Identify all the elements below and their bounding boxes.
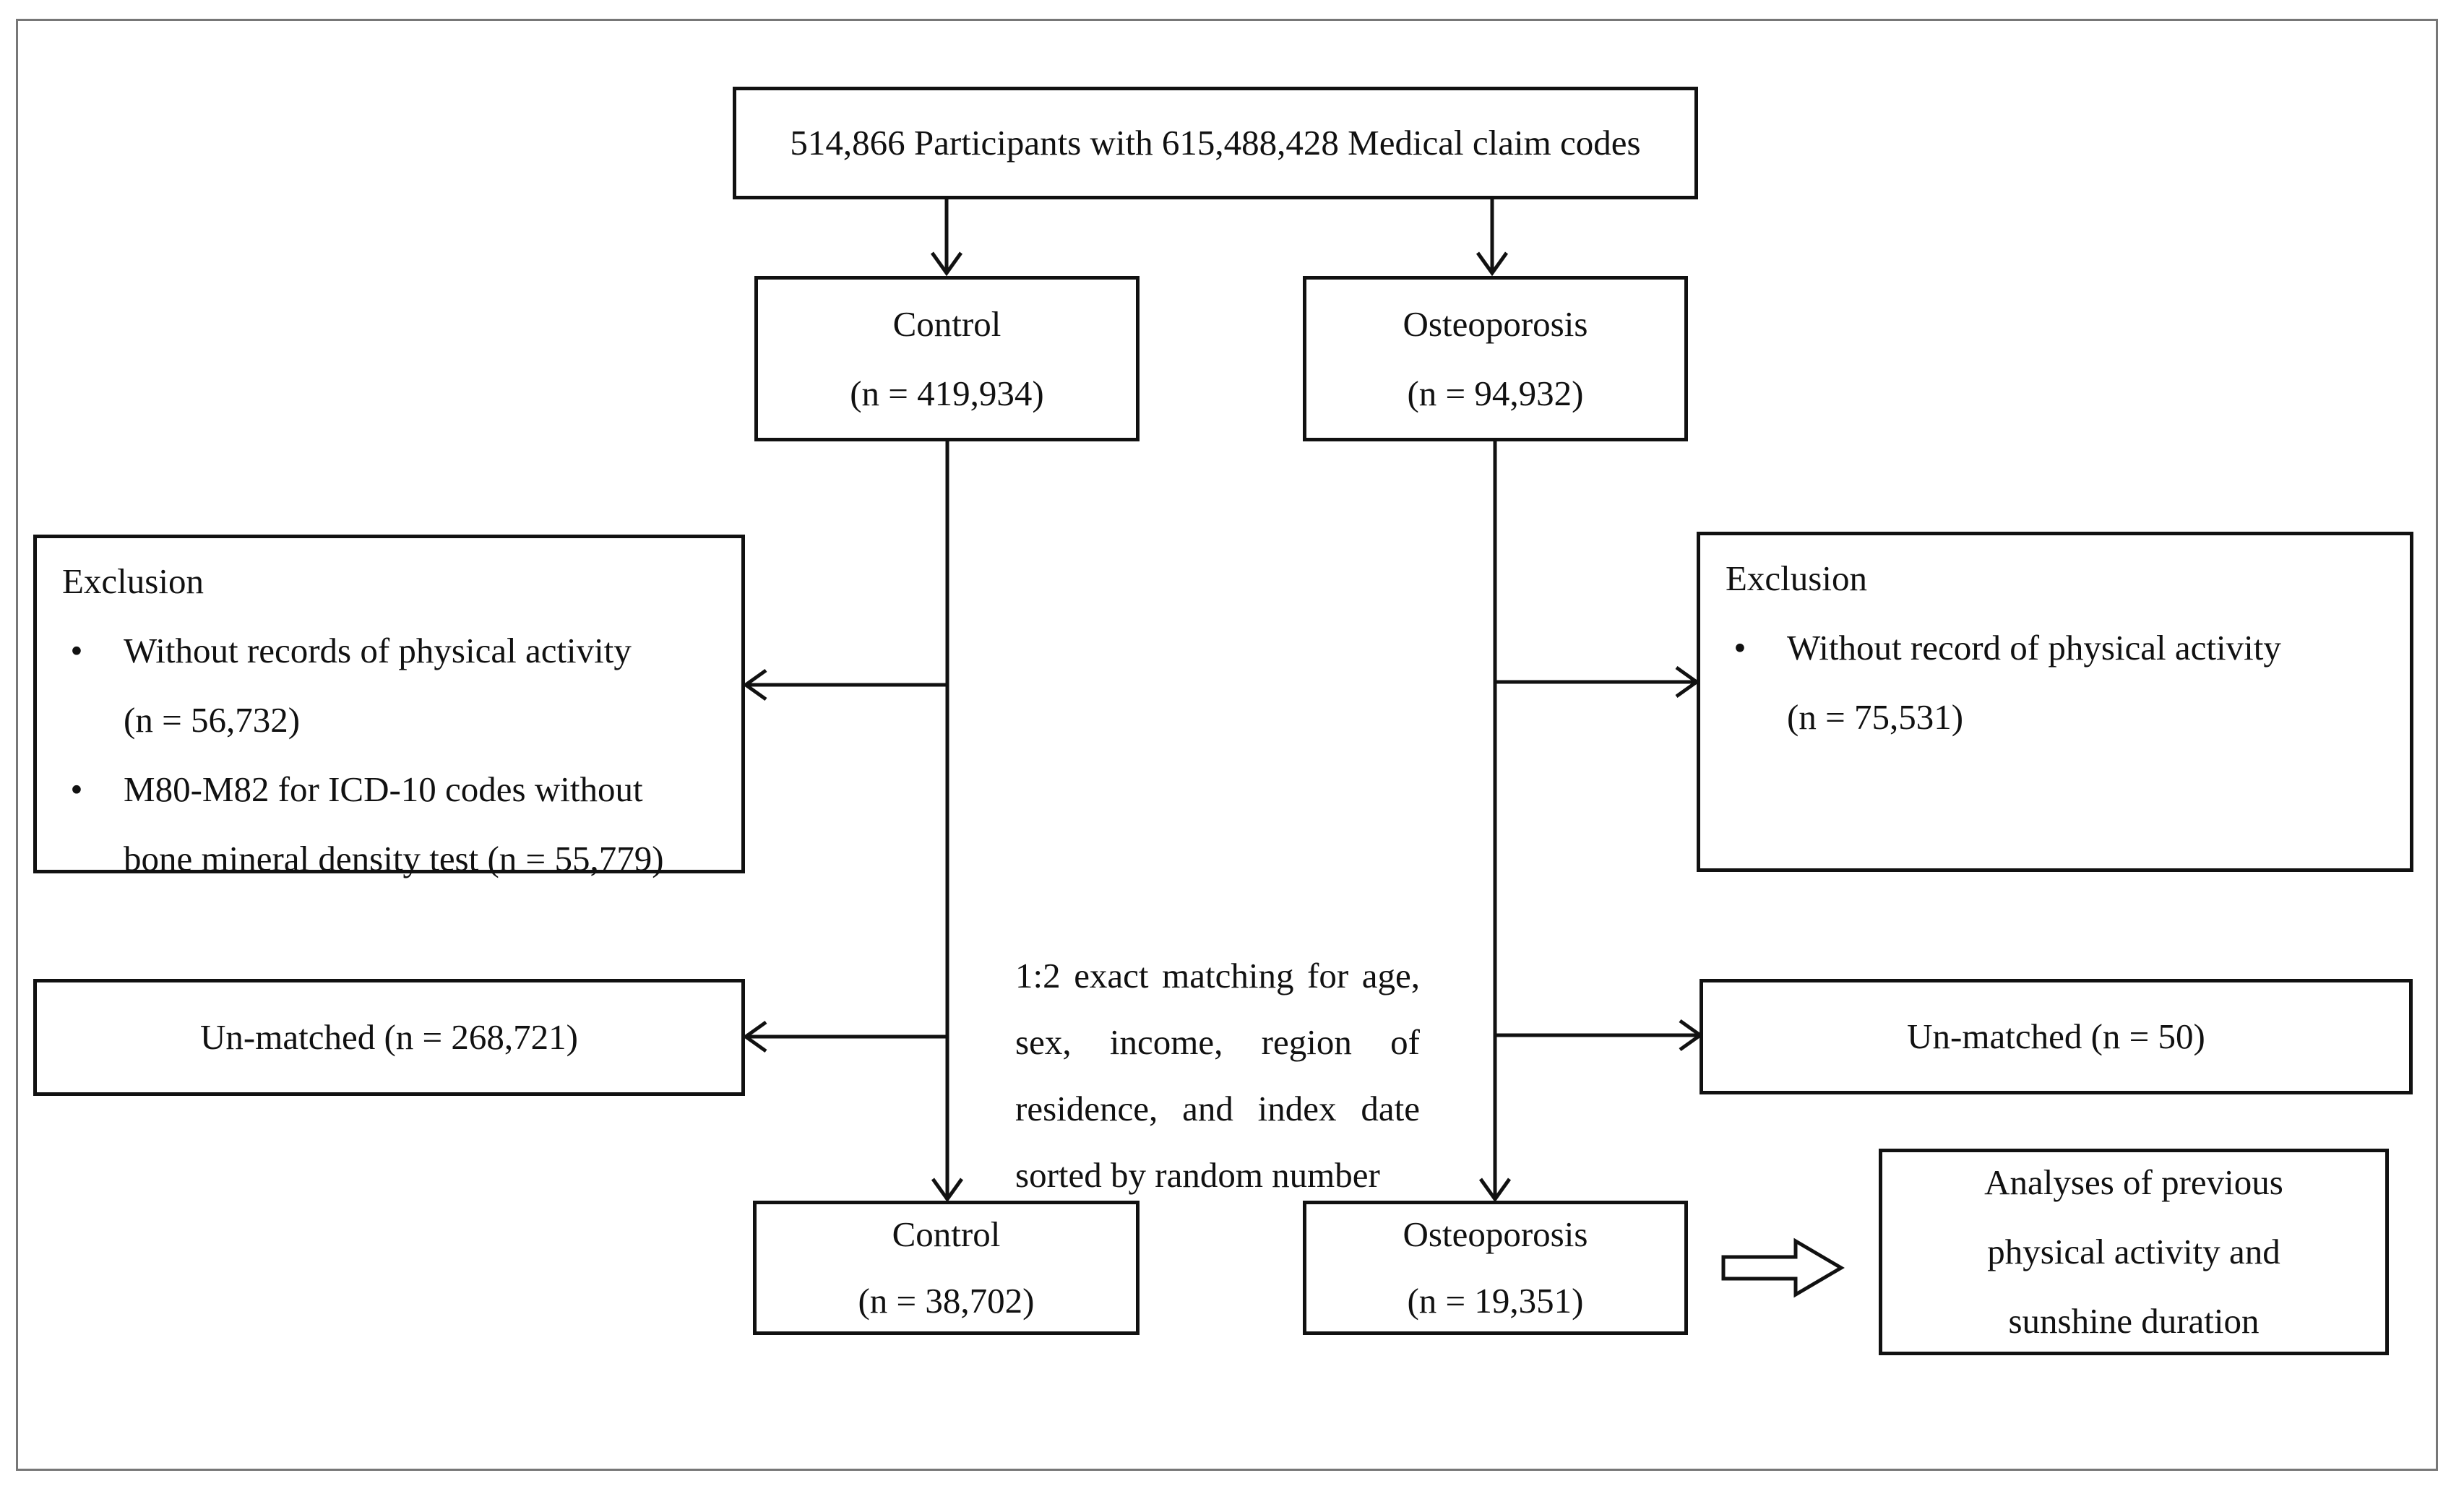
arrowhead-control-final: [931, 1178, 964, 1203]
bullet-icon: •: [70, 631, 83, 670]
osteo-initial-count: (n = 94,932): [1407, 373, 1584, 413]
osteo-final-count: (n = 19,351): [1407, 1281, 1584, 1321]
exclusion-right-item1: • Without record of physical activity: [1726, 613, 2410, 683]
analyses-box: Analyses of previous physical activity a…: [1879, 1149, 2389, 1355]
participants-box: 514,866 Participants with 615,488,428 Me…: [733, 87, 1698, 199]
exclusion-left-item1-count: (n = 56,732): [124, 700, 301, 740]
osteo-initial-box: Osteoporosis (n = 94,932): [1303, 276, 1688, 441]
matching-note-line4: sorted by random number: [1015, 1155, 1380, 1195]
unmatched-left-text: Un-matched (n = 268,721): [200, 1017, 578, 1057]
control-initial-count: (n = 419,934): [850, 373, 1044, 413]
exclusion-right-title: Exclusion: [1726, 558, 1867, 598]
arrowhead-osteo-final: [1478, 1178, 1512, 1203]
exclusion-left-item1-text: Without records of physical activity: [124, 631, 632, 670]
osteo-initial-label: Osteoporosis: [1403, 303, 1588, 344]
control-initial-box: Control (n = 419,934): [754, 276, 1140, 441]
analyses-line2: physical activity and: [1987, 1232, 2280, 1271]
arrowhead-exclusion-left: [742, 668, 767, 701]
exclusion-left-item1: • Without records of physical activity: [62, 616, 741, 686]
figure-frame: [16, 19, 2438, 1471]
control-final-box: Control (n = 38,702): [753, 1201, 1140, 1335]
exclusion-right-item1-count: (n = 75,531): [1787, 697, 1964, 737]
osteo-final-box: Osteoporosis (n = 19,351): [1303, 1201, 1688, 1335]
osteo-final-label: Osteoporosis: [1403, 1214, 1588, 1254]
exclusion-right-item1-text: Without record of physical activity: [1787, 628, 2281, 668]
matching-note: 1:2 exact matching for age, sex, income,…: [1015, 943, 1420, 1209]
analyses-line3: sunshine duration: [2008, 1301, 2260, 1341]
exclusion-left-item2-text: M80-M82 for ICD-10 codes without: [124, 769, 643, 809]
exclusion-left-box: Exclusion • Without records of physical …: [33, 535, 745, 878]
exclusion-right-box: Exclusion • Without record of physical a…: [1697, 532, 2413, 872]
matching-note-line3: residence, and index date: [1015, 1089, 1420, 1128]
control-initial-label: Control: [892, 303, 1001, 344]
exclusion-left-item2: • M80-M82 for ICD-10 codes without: [62, 755, 741, 824]
hollow-arrow-to-analyses: [1721, 1237, 1845, 1298]
control-final-label: Control: [892, 1214, 1001, 1254]
participants-text: 514,866 Participants with 615,488,428 Me…: [790, 123, 1641, 163]
unmatched-right-text: Un-matched (n = 50): [1907, 1016, 2205, 1056]
unmatched-right-box: Un-matched (n = 50): [1700, 979, 2413, 1094]
exclusion-left-item2-cont: bone mineral density test (n = 55,779): [124, 839, 664, 878]
analyses-line1: Analyses of previous: [1984, 1162, 2283, 1202]
bullet-icon: •: [1733, 628, 1746, 668]
arrowhead-top-to-control: [930, 251, 963, 277]
exclusion-left-title: Exclusion: [62, 561, 204, 601]
matching-note-line1: 1:2 exact matching for age,: [1015, 956, 1420, 995]
arrowhead-top-to-osteo: [1476, 251, 1509, 277]
matching-note-line2: sex, income, region of: [1015, 1022, 1420, 1062]
arrowhead-unmatched-left: [742, 1020, 767, 1053]
control-final-count: (n = 38,702): [858, 1281, 1035, 1321]
bullet-icon: •: [70, 769, 83, 809]
unmatched-left-box: Un-matched (n = 268,721): [33, 979, 745, 1096]
